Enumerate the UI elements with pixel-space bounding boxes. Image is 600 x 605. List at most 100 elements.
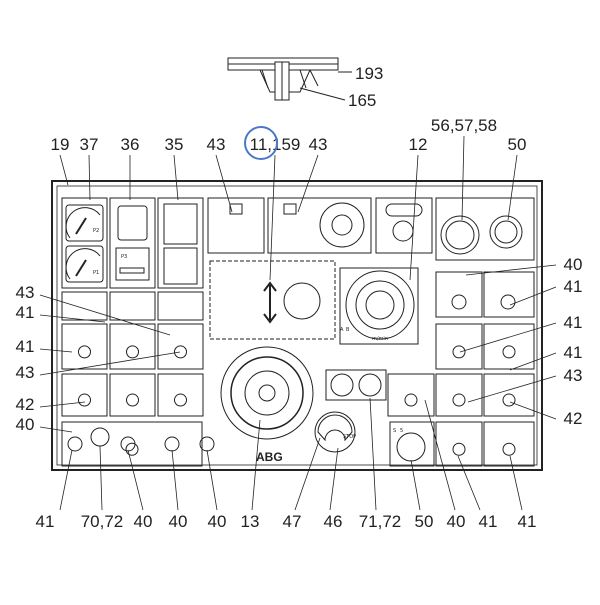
leader-line	[294, 437, 321, 511]
callout-label: 11,159	[250, 135, 301, 154]
drive-knob-cap	[244, 370, 290, 416]
switch-module	[109, 373, 156, 417]
highlight-circle	[244, 126, 278, 160]
callout-label: 70,72	[81, 512, 124, 531]
gauge-top-arc	[65, 207, 101, 239]
estop-outer	[440, 215, 480, 255]
indicator-panel-top	[163, 203, 198, 245]
hatch-lines	[261, 69, 319, 89]
module-50-left-symbol	[385, 203, 423, 217]
drive-knob-body	[230, 356, 304, 430]
display-block	[109, 197, 156, 289]
switch-module	[387, 373, 435, 417]
switch-module	[109, 323, 156, 370]
callout-label: 37	[80, 135, 99, 154]
switch-module	[157, 373, 204, 417]
switch-module	[61, 373, 108, 417]
module-50-button-outer	[489, 215, 523, 249]
leader-line	[424, 399, 456, 511]
rotary-switch	[452, 442, 466, 456]
callout-label: 71,72	[359, 512, 402, 531]
callout-label: 41	[36, 512, 55, 531]
rotary-switch	[78, 345, 91, 359]
right-top-module-1	[435, 271, 483, 318]
callout-label: 40	[169, 512, 188, 531]
twin-button-left	[330, 373, 354, 397]
switch-module	[435, 421, 483, 467]
leader-line	[39, 294, 171, 336]
module-50-left	[375, 197, 433, 254]
twin-button-frame	[325, 369, 387, 401]
drive-knob-scale	[220, 346, 314, 440]
screed-dial-mid	[355, 280, 405, 330]
callout-label: 47	[283, 512, 302, 531]
screed-dial-unit: m/min	[372, 336, 388, 342]
leader-line	[465, 264, 557, 276]
callout-label: 43	[207, 135, 226, 154]
leader-line	[206, 449, 218, 511]
steering-arrowheads	[263, 281, 277, 324]
selector-knob-label: STOP	[343, 434, 356, 440]
callout-label: 12	[409, 135, 428, 154]
twin-button-right	[358, 373, 382, 397]
callout-label: 36	[121, 135, 140, 154]
callout-label: 42	[564, 409, 583, 428]
indicator-panel-bottom	[163, 247, 198, 285]
steering-knob	[283, 282, 321, 320]
display-label: P3	[121, 254, 127, 260]
right-top-switch-1	[451, 294, 467, 310]
callout-label: 40	[208, 512, 227, 531]
small-mark-s: S	[393, 428, 396, 434]
rotary-switch	[452, 393, 466, 407]
leader-line	[173, 154, 179, 201]
rotary-switch	[164, 436, 180, 452]
module-43b	[267, 197, 372, 254]
callout-label: 41	[564, 343, 583, 362]
rotary-switch	[502, 442, 516, 456]
leader-lines	[39, 135, 557, 511]
callout-label: 40	[16, 415, 35, 434]
leader-165	[299, 87, 346, 101]
callout-label: 46	[324, 512, 343, 531]
leader-line	[509, 401, 557, 420]
callout-label: 41	[518, 512, 537, 531]
right-top-modules	[435, 271, 535, 318]
steer-mark-b: B	[346, 327, 350, 333]
callout-label: 19	[51, 135, 70, 154]
indicator-frame	[157, 197, 204, 289]
label-165: 165	[348, 91, 376, 110]
callout-label: 43	[564, 366, 583, 385]
module-43a-icon	[229, 203, 243, 215]
callout-label: 35	[165, 135, 184, 154]
leader-line	[59, 154, 69, 186]
module-50-lower-frame	[389, 421, 435, 467]
selector-knob-outer	[314, 411, 356, 453]
indicator-block	[157, 197, 204, 289]
callout-label: 56,57,58	[431, 116, 497, 135]
gauge-block	[61, 197, 108, 289]
display-screen	[117, 205, 148, 241]
leader-line	[127, 449, 144, 511]
screed-dial-outer	[345, 270, 415, 340]
callout-label: 43	[16, 363, 35, 382]
leader-line	[171, 449, 179, 511]
leader-line	[409, 154, 419, 281]
drive-knob	[220, 346, 314, 440]
leader-line	[509, 286, 557, 306]
drive-knob-center	[258, 384, 276, 402]
top-section-detail	[227, 57, 352, 101]
leader-line	[39, 401, 86, 408]
module-56-50	[435, 197, 535, 261]
gauge-top-needle	[75, 217, 87, 235]
selector-knob-pointer	[317, 414, 353, 442]
display-frame	[109, 197, 156, 289]
screed-dial-module	[339, 267, 419, 345]
switch-module	[61, 323, 108, 370]
module-43b-icon	[283, 203, 297, 215]
rotary-switch	[126, 345, 139, 359]
steering-frame	[209, 260, 336, 340]
rotary-switch	[78, 393, 91, 407]
module-50-left-button	[392, 220, 414, 242]
switch-module	[483, 323, 535, 370]
